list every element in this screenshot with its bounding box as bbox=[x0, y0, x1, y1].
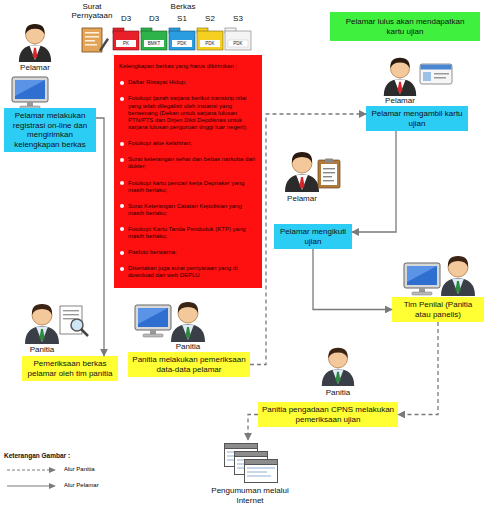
node-text: Tim Penilai (Panitia atau panelis) bbox=[395, 300, 481, 319]
committee-figure bbox=[441, 256, 475, 296]
legend-arrowhead bbox=[49, 467, 56, 473]
document-icon bbox=[82, 28, 109, 52]
committee-flow-arrow bbox=[250, 114, 366, 365]
folder-icon bbox=[113, 28, 139, 50]
legend-line bbox=[7, 485, 50, 486]
folder-tag: PDK bbox=[172, 41, 192, 46]
actor-name: Pelamar bbox=[10, 63, 60, 72]
legend-line-sample bbox=[6, 481, 58, 491]
legend-row: Alur Panitia bbox=[6, 464, 136, 476]
requirement-item: Pasfoto berwarna; bbox=[119, 249, 257, 256]
node-text: Pemeriksaan berkas pelamar oleh tim pani… bbox=[25, 359, 115, 378]
committee-flow-arrow bbox=[398, 322, 438, 415]
applicant-flow-arrow bbox=[96, 118, 104, 356]
degree-label: S1 bbox=[169, 14, 195, 23]
process-box: Panitia melakukan pemeriksaan data-data … bbox=[128, 352, 250, 377]
folder-icon bbox=[169, 28, 195, 50]
applicant-flow-arrow bbox=[352, 131, 396, 232]
node-text: Panitia melakukan pemeriksaan data-data … bbox=[131, 355, 247, 374]
node-text: Pelamar mengambil kartu ujian bbox=[369, 109, 465, 128]
committee-figure bbox=[171, 302, 205, 342]
degree-label: S3 bbox=[225, 14, 251, 23]
browser-window-icon bbox=[245, 460, 278, 483]
folder-icon bbox=[141, 28, 167, 50]
requirement-item: Surat Keterangan Catatan Kepolisian yang… bbox=[119, 203, 257, 217]
committee-figure bbox=[322, 348, 354, 386]
requirement-item: Surat keterangan sehat dan bebas narkoba… bbox=[119, 156, 257, 170]
applicant-figure bbox=[19, 24, 51, 62]
process-box: Panitia pengadaan CPNS melakukan pemerik… bbox=[258, 402, 398, 427]
requirements-box: Kelengkapan berkas yang harus dikirimkan… bbox=[114, 55, 262, 288]
legend-row: Alur Pelamar bbox=[6, 480, 136, 492]
process-box: Pelamar melakukan registrasi on-line dan… bbox=[4, 108, 96, 152]
actor-name: Pelamar bbox=[277, 194, 327, 203]
applicant-flow-arrow bbox=[313, 249, 392, 310]
magnifier-document-icon bbox=[60, 306, 88, 336]
actor-name: Panitia bbox=[17, 345, 67, 354]
applicant-figure bbox=[285, 152, 319, 192]
computer-icon bbox=[12, 77, 48, 109]
actor-name: Panitia bbox=[313, 388, 363, 397]
applicant-figure bbox=[384, 58, 416, 96]
legend-arrowhead bbox=[49, 483, 56, 489]
clipboard-icon bbox=[318, 159, 340, 189]
committee-flow-arrow bbox=[248, 415, 258, 441]
requirement-item: Daftar Riwayat Hidup; bbox=[119, 79, 257, 86]
requirement-item: Disertakan juga surat pernyataan yang di… bbox=[119, 265, 257, 279]
process-box: Pelamar mengikuti ujian bbox=[274, 224, 352, 249]
process-box: Pemeriksaan berkas pelamar oleh tim pani… bbox=[22, 356, 118, 381]
actor-name: Panitia bbox=[163, 342, 213, 351]
actor-name: Pelamar bbox=[375, 96, 425, 105]
node-text: Panitia pengadaan CPNS melakukan pemerik… bbox=[261, 405, 395, 424]
legend-line bbox=[7, 469, 50, 470]
exam-card-icon bbox=[420, 64, 452, 84]
committee-figure bbox=[25, 304, 59, 344]
degree-label: S2 bbox=[197, 14, 223, 23]
folder-tag: PDK bbox=[228, 41, 248, 46]
requirement-item: Fotokopi Kartu Tanda Penduduk (KTP) yang… bbox=[119, 226, 257, 240]
folder-tag: BMKT bbox=[144, 41, 164, 46]
folder-tag: PK bbox=[116, 41, 136, 46]
folder-icon bbox=[225, 28, 251, 50]
legend-text: Alur Pelamar bbox=[64, 482, 99, 489]
folder-tag: PDK bbox=[200, 41, 220, 46]
node-text: Pelamar melakukan registrasi on-line dan… bbox=[7, 111, 93, 149]
process-box: Pelamar mengambil kartu ujian bbox=[366, 106, 468, 131]
requirement-item: Fotokopi ijazah sarjana berikut transkri… bbox=[119, 95, 257, 131]
group-heading: Berkas bbox=[153, 2, 213, 11]
legend-text: Alur Panitia bbox=[64, 466, 95, 473]
computer-icon bbox=[135, 305, 171, 337]
node-text: Pelamar mengikuti ujian bbox=[277, 227, 349, 246]
requirement-item: Fotokopi kartu pencari kerja Depnaker ya… bbox=[119, 180, 257, 194]
requirement-item: Fotokopi akte kelahiran; bbox=[119, 140, 257, 147]
box-heading: Kelengkapan berkas yang harus dikirimkan… bbox=[119, 63, 257, 70]
degree-label: D3 bbox=[141, 14, 167, 23]
folder-icon bbox=[197, 28, 223, 50]
computer-icon bbox=[404, 263, 440, 295]
legend-title: Keterangan Gambar : bbox=[4, 452, 114, 459]
degree-label: D3 bbox=[113, 14, 139, 23]
document-label: Surat Pernyataan bbox=[67, 2, 117, 20]
legend-line-sample bbox=[6, 465, 58, 475]
node-text: Pelamar lulus akan mendapatkan kartu uji… bbox=[336, 17, 474, 36]
node-text: Pengumuman melalui Internet bbox=[202, 486, 298, 505]
result-note: Pelamar lulus akan mendapatkan kartu uji… bbox=[330, 12, 480, 41]
announcement-node: Pengumuman melalui Internet bbox=[200, 440, 300, 505]
process-box: Tim Penilai (Panitia atau panelis) bbox=[392, 297, 484, 322]
